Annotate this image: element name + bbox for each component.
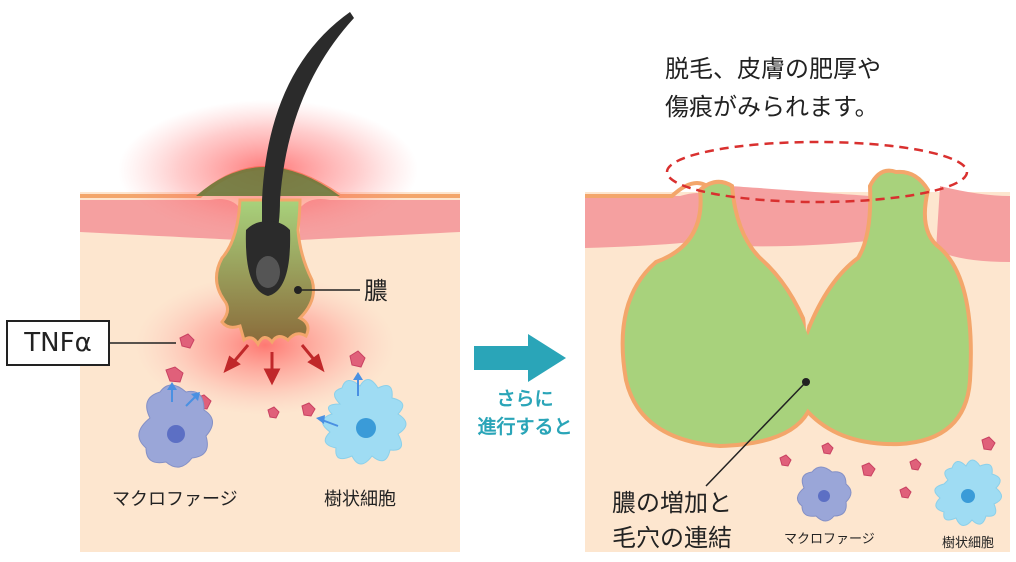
right-epidermis-mid (730, 186, 878, 246)
pus-label: 膿 (364, 276, 388, 307)
symptom-note-line2: 傷痕がみられます。 (665, 88, 881, 126)
pus-join-label: 膿の増加と 毛穴の連結 (612, 486, 732, 556)
symptom-note: 脱毛、皮膚の肥厚や 傷痕がみられます。 (665, 50, 881, 127)
pus-join-line2: 毛穴の連結 (612, 521, 732, 556)
transition-arrow (474, 334, 566, 382)
transition-caption: さらに 進行すると (470, 386, 580, 441)
right-epidermis-right (936, 186, 1010, 262)
macrophage-cell-right (797, 467, 851, 521)
transition-line2: 進行すると (470, 414, 580, 442)
macrophage-label-right: マクロファージ (784, 532, 875, 549)
dendritic-label-left: 樹状細胞 (324, 488, 396, 511)
tnf-alpha-label: TNFα (6, 320, 110, 366)
transition-line1: さらに (470, 386, 580, 414)
pus-join-line1: 膿の増加と (612, 486, 732, 521)
symptom-note-line1: 脱毛、皮膚の肥厚や (665, 50, 881, 88)
macrophage-label-left: マクロファージ (112, 488, 238, 511)
dendritic-label-right: 樹状細胞 (942, 536, 994, 553)
hair-bulb-highlight (256, 256, 280, 288)
